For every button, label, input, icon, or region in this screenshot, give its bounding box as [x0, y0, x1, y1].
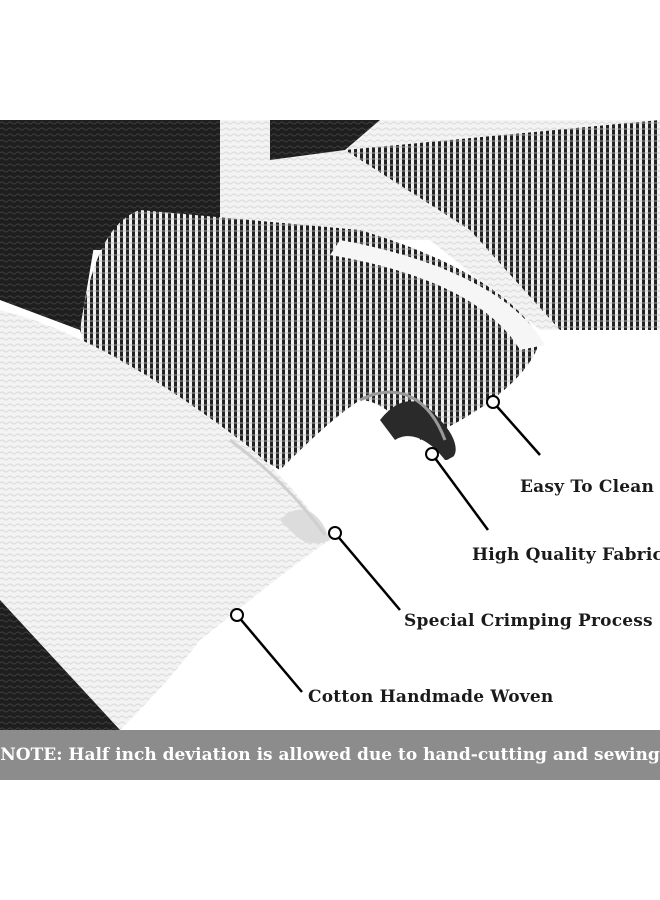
- callout-high-quality-fabric: High Quality Fabric: [472, 545, 660, 565]
- note-banner: [0, 730, 660, 780]
- callout-cotton-handmade: Cotton Handmade Woven: [308, 687, 554, 707]
- callout-special-crimping: Special Crimping Process: [404, 611, 653, 631]
- callout-easy-to-clean: Easy To Clean: [520, 477, 655, 497]
- note-text: NOTE: Half inch deviation is allowed due…: [0, 745, 660, 765]
